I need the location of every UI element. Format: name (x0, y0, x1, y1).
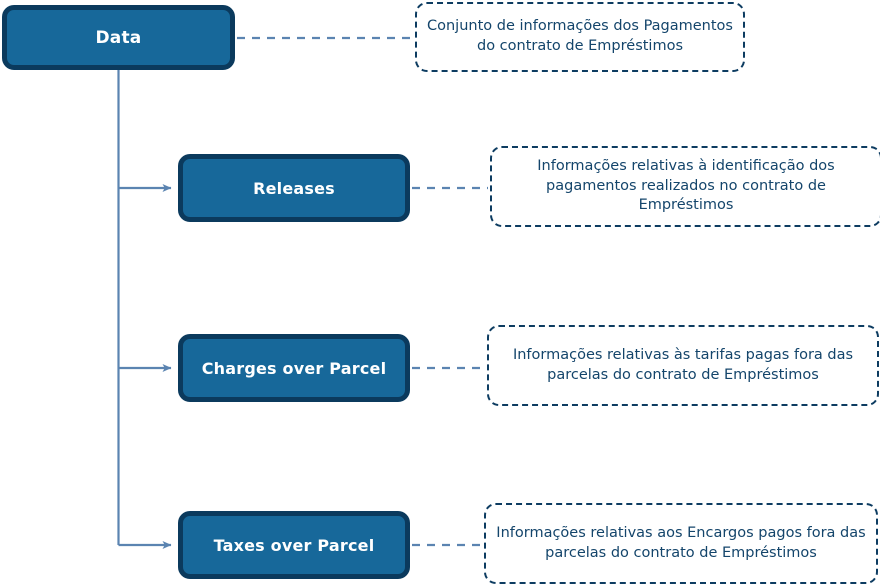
node-taxes-over-parcel[interactable]: Taxes over Parcel (178, 511, 410, 579)
node-releases[interactable]: Releases (178, 154, 410, 222)
node-taxes-over-parcel-label: Taxes over Parcel (213, 535, 375, 555)
note-taxes-over-parcel-text: Informações relativas aos Encargos pagos… (496, 524, 866, 561)
node-releases-label: Releases (253, 178, 335, 198)
node-data-label: Data (95, 27, 142, 48)
note-taxes-over-parcel: Informações relativas aos Encargos pagos… (484, 503, 878, 584)
node-charges-over-parcel-label: Charges over Parcel (201, 358, 387, 378)
note-releases: Informações relativas à identificação do… (490, 146, 880, 227)
note-data-text: Conjunto de informações dos Pagamentos d… (427, 18, 733, 54)
note-releases-text: Informações relativas à identificação do… (537, 157, 835, 214)
note-charges-over-parcel: Informações relativas às tarifas pagas f… (487, 325, 879, 406)
node-charges-over-parcel[interactable]: Charges over Parcel (178, 334, 410, 402)
node-data[interactable]: Data (2, 5, 235, 70)
note-data: Conjunto de informações dos Pagamentos d… (415, 2, 745, 72)
note-charges-over-parcel-text: Informações relativas às tarifas pagas f… (512, 346, 854, 383)
